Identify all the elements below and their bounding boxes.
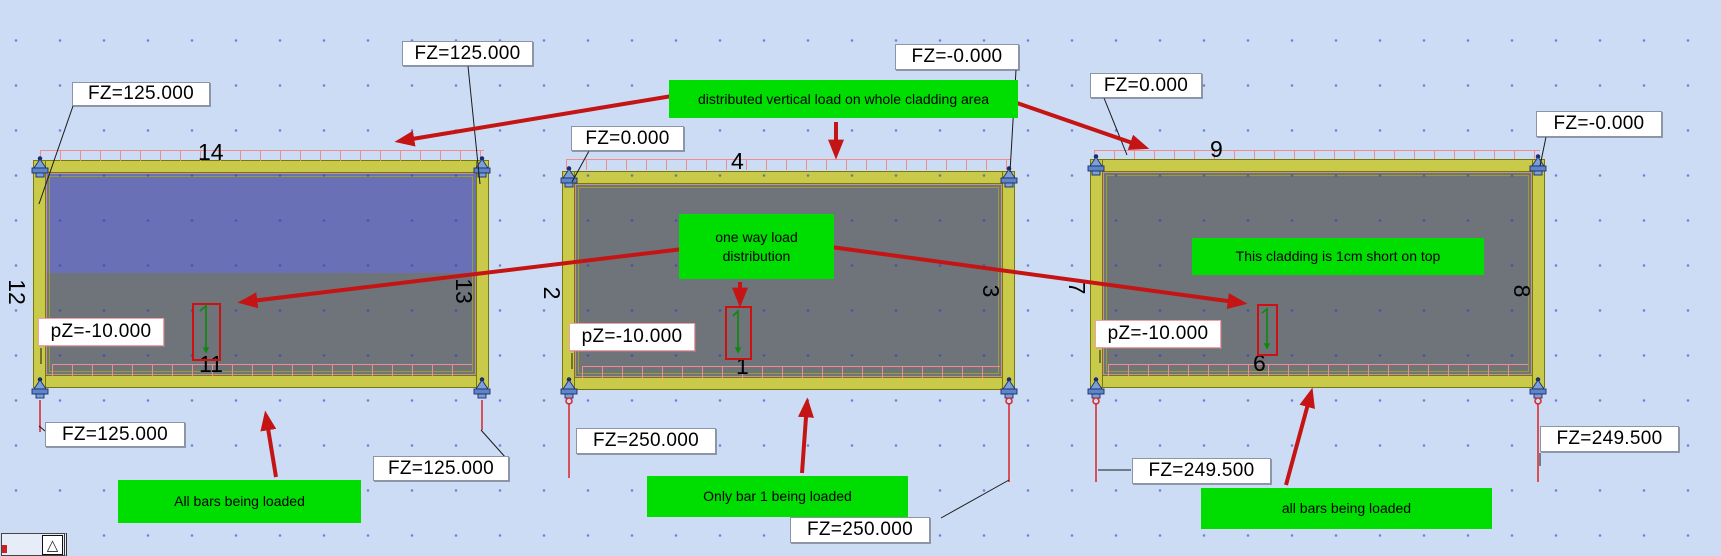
- corner-widget[interactable]: △: [1, 533, 67, 556]
- note-only-bar1-loaded[interactable]: Only bar 1 being loaded: [647, 476, 908, 517]
- distributed-load-ticks-bottom-2: [582, 366, 1000, 378]
- fz-label-p1-top-left[interactable]: FZ=125.000: [72, 82, 210, 106]
- note-cladding-short-top[interactable]: This cladding is 1cm short on top: [1192, 238, 1484, 275]
- bar-11-bottom[interactable]: [33, 375, 489, 388]
- bar-number-3[interactable]: 3: [978, 284, 1004, 298]
- distributed-load-ticks-bottom-3: [1108, 364, 1528, 376]
- fz-label-p2-bottom-right[interactable]: FZ=250.000: [790, 517, 930, 543]
- hinge-dot: [565, 397, 573, 405]
- fz-label-p3-bottom-left[interactable]: FZ=249.500: [1132, 458, 1271, 484]
- scroll-up-button[interactable]: △: [42, 535, 63, 555]
- bar-7-left[interactable]: [1090, 159, 1103, 388]
- pz-label-p1[interactable]: pZ=-10.000: [38, 318, 164, 346]
- fz-label-p1-bottom-right[interactable]: FZ=125.000: [373, 456, 509, 481]
- bar-13-right[interactable]: [476, 160, 489, 388]
- bar-number-2[interactable]: 2: [539, 286, 565, 300]
- pz-label-p2[interactable]: pZ=-10.000: [569, 323, 695, 351]
- reaction-force-vectors: [39, 397, 1542, 482]
- distributed-load-ticks-top-3: [1094, 150, 1540, 159]
- bar-4-top[interactable]: [562, 171, 1015, 184]
- distributed-load-ticks-top-1: [40, 150, 484, 161]
- arrow-allbars-panel3: [1284, 387, 1315, 486]
- bar-6-bottom[interactable]: [1090, 375, 1545, 388]
- fz-label-p3-top-left[interactable]: FZ=0.000: [1090, 73, 1202, 98]
- hinge-dot: [1092, 397, 1100, 405]
- arrow-distributed-to-panel3: [1016, 101, 1150, 150]
- bar-number-9[interactable]: 9: [1210, 136, 1223, 162]
- fz-label-p3-bottom-right[interactable]: FZ=249.500: [1540, 426, 1679, 452]
- bar-8-right[interactable]: [1532, 159, 1545, 388]
- note-all-bars-loaded-1[interactable]: All bars being loaded: [118, 480, 361, 523]
- hinge-dot: [1534, 397, 1542, 405]
- bar-number-14[interactable]: 14: [198, 139, 224, 165]
- load-direction-symbol-3[interactable]: [1257, 304, 1278, 356]
- triangle-up-icon: △: [46, 537, 59, 554]
- arrow-allbars-panel1: [260, 410, 278, 478]
- cladding-1-selected-zone[interactable]: [47, 174, 477, 273]
- fz-label-p2-top-left[interactable]: FZ=0.000: [571, 126, 684, 151]
- bar-12-left[interactable]: [33, 160, 46, 388]
- distributed-load-ticks-top-2: [566, 159, 1011, 170]
- bar-number-8[interactable]: 8: [1509, 284, 1535, 298]
- arrow-onlybar1-panel2: [797, 397, 814, 474]
- load-direction-symbol-2[interactable]: [725, 306, 752, 360]
- bar-number-12[interactable]: 12: [4, 279, 30, 305]
- note-one-way-distribution[interactable]: one way load distribution: [679, 214, 834, 279]
- pz-label-p3[interactable]: pZ=-10.000: [1095, 320, 1221, 348]
- fz-label-p2-top-right[interactable]: FZ=-0.000: [895, 44, 1019, 70]
- load-direction-symbol-1[interactable]: [192, 303, 221, 361]
- hinge-dot: [1005, 397, 1013, 405]
- note-distributed-load[interactable]: distributed vertical load on whole cladd…: [669, 80, 1018, 118]
- fz-label-p1-bottom-left[interactable]: FZ=125.000: [45, 422, 185, 447]
- bar-9-top[interactable]: [1090, 159, 1545, 172]
- fz-label-p2-bottom-left[interactable]: FZ=250.000: [576, 428, 716, 454]
- bar-number-13[interactable]: 13: [451, 278, 477, 304]
- bar-14-top[interactable]: [33, 160, 489, 173]
- axis-arrow-fragment: [2, 545, 7, 553]
- note-all-bars-loaded-3[interactable]: all bars being loaded: [1201, 488, 1492, 529]
- distributed-load-ticks-bottom-1: [52, 364, 472, 376]
- fz-label-p3-top-right[interactable]: FZ=-0.000: [1536, 111, 1662, 137]
- bar-number-4[interactable]: 4: [731, 148, 744, 174]
- bar-1-bottom[interactable]: [562, 377, 1015, 390]
- bar-number-7[interactable]: 7: [1064, 281, 1090, 295]
- fz-label-p1-top-right[interactable]: FZ=125.000: [402, 41, 533, 66]
